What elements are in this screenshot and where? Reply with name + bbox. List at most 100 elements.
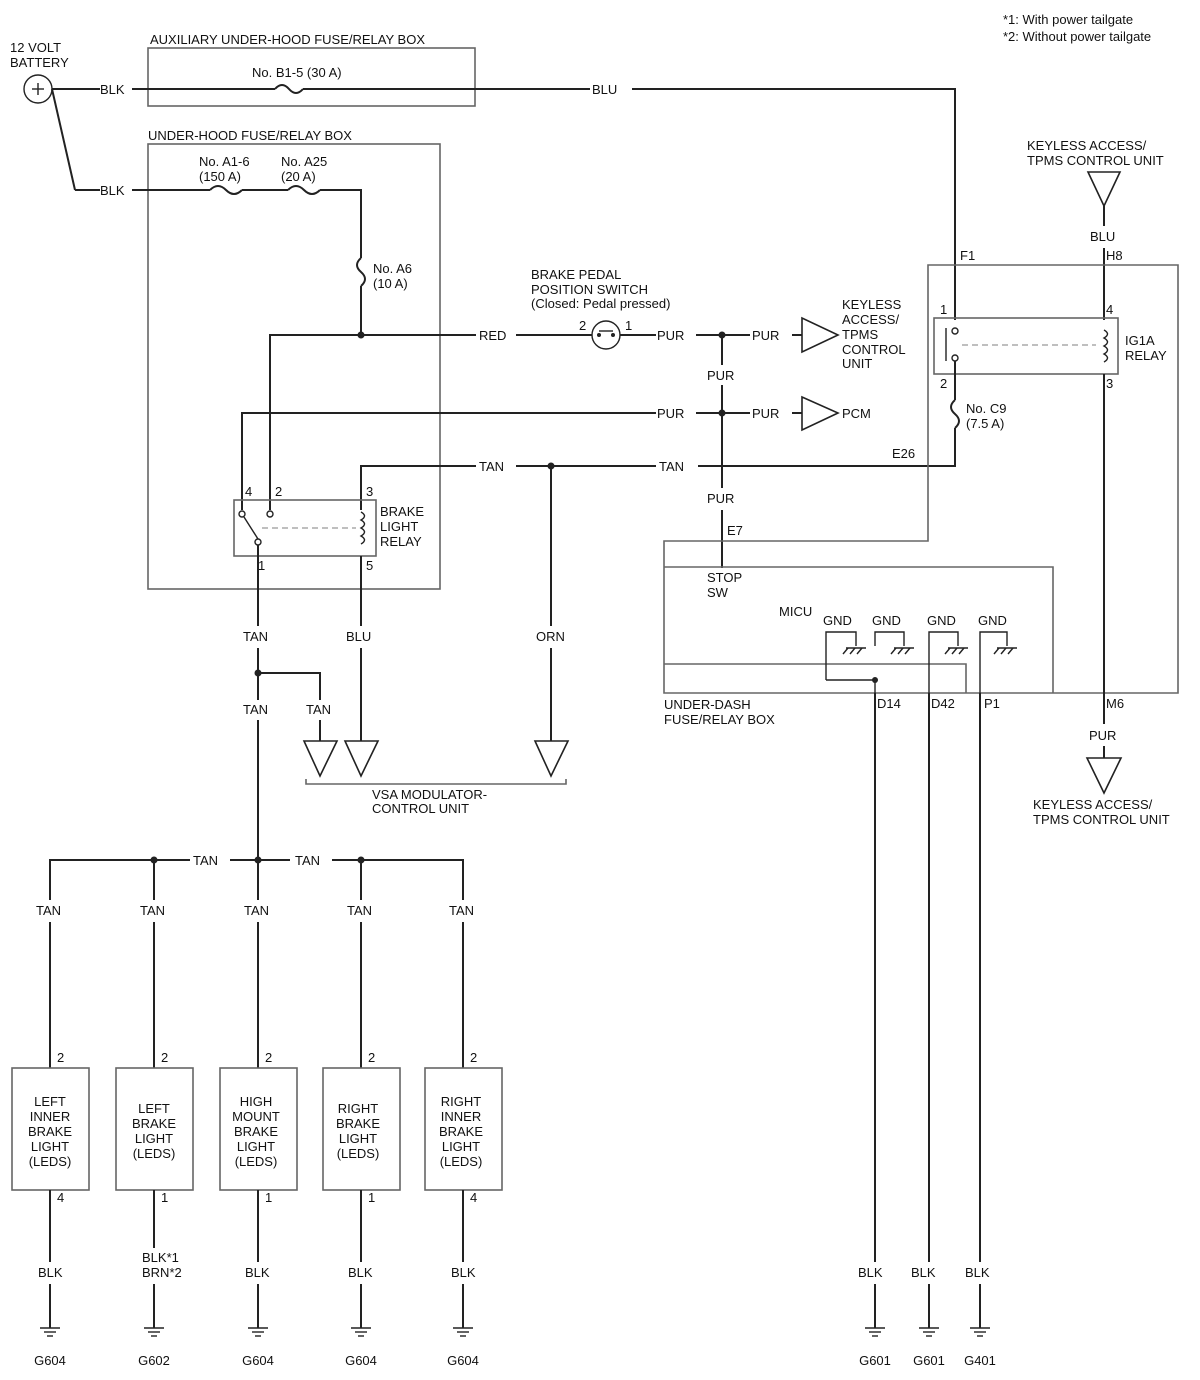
aux-underhood-box-label: AUXILIARY UNDER-HOOD FUSE/RELAY BOX	[150, 32, 425, 47]
light-2-line1: HIGH	[240, 1094, 273, 1109]
micu-label: MICU	[779, 604, 812, 619]
vsa-label-line2: CONTROL UNIT	[372, 801, 469, 816]
light-1-line4: (LEDS)	[133, 1146, 176, 1161]
light-2-line3: BRAKE	[234, 1124, 278, 1139]
micu-gnd-3: GND	[927, 613, 956, 628]
ground-icon	[248, 1327, 268, 1337]
micu-ground-1-wire: BLK	[911, 1265, 936, 1280]
switch-label-line1: BRAKE PEDAL	[531, 267, 621, 282]
light-3-pin-bottom: 1	[368, 1190, 375, 1205]
wire-label-tan-light-2: TAN	[244, 903, 269, 918]
light-0-ground: G604	[34, 1353, 66, 1368]
pcm-arrow	[801, 395, 840, 432]
wire-label-tan-light-3: TAN	[347, 903, 372, 918]
ig1a-label-line1: IG1A	[1125, 333, 1155, 348]
switch-label-line2: POSITION SWITCH	[531, 282, 648, 297]
underdash-fuse-box	[663, 264, 1179, 694]
wire-label-red: RED	[479, 328, 506, 343]
micu-ground-2: G401	[964, 1353, 996, 1368]
light-2-pin-bottom: 1	[265, 1190, 272, 1205]
ig1a-relay-box	[933, 317, 1119, 375]
micu-gnd-2: GND	[872, 613, 901, 628]
ig1a-pin-2: 2	[940, 376, 947, 391]
left-brake-light-circuit: TAN 2 LEFT BRAKE LIGHT (LEDS) 1 BLK*1 BR…	[115, 860, 194, 1368]
light-0-pin-top: 2	[57, 1050, 64, 1065]
keyless-mid-line2: ACCESS/	[842, 312, 899, 327]
wire-label-orn-vsa: ORN	[536, 629, 565, 644]
connector-e26: E26	[892, 446, 915, 461]
note-1: *1: With power tailgate	[1003, 12, 1133, 27]
light-1-wire-brn: BRN*2	[142, 1265, 182, 1280]
fuse-a25-name: No. A25	[281, 154, 327, 169]
switch-pin-1: 1	[625, 318, 632, 333]
underdash-box-label-line1: UNDER-DASH	[664, 697, 751, 712]
light-0-line5: (LEDS)	[29, 1154, 72, 1169]
fuse-a6-icon	[356, 257, 366, 287]
aux-underhood-fuse-box	[147, 47, 476, 107]
light-3-wire: BLK	[348, 1265, 373, 1280]
battery-label-line2: BATTERY	[10, 55, 69, 70]
light-0-line4: LIGHT	[31, 1139, 69, 1154]
connector-d14: D14	[877, 696, 901, 711]
fuse-c9-icon	[950, 399, 960, 429]
light-0-wire: BLK	[38, 1265, 63, 1280]
light-4-pin-bottom: 4	[470, 1190, 477, 1205]
connector-h8: H8	[1106, 248, 1123, 263]
ig1a-pin-4: 4	[1106, 302, 1113, 317]
ig1a-relay-coil-icon	[1102, 329, 1109, 363]
brake-relay-pin-4: 4	[245, 484, 252, 499]
ground-icon	[40, 1327, 60, 1337]
wire-label-pur-vertical-2: PUR	[707, 491, 734, 506]
brake-relay-label-line3: RELAY	[380, 534, 422, 549]
ground-icon	[842, 647, 866, 655]
ig1a-relay: 1 4 2 3 IG1A RELAY	[933, 302, 1167, 391]
light-2-line5: (LEDS)	[235, 1154, 278, 1169]
connector-p1: P1	[984, 696, 1000, 711]
wire-label-pur-vertical-1: PUR	[707, 368, 734, 383]
ground-icon	[865, 1327, 885, 1337]
micu-ground-0-wire: BLK	[858, 1265, 883, 1280]
connector-e7: E7	[727, 523, 743, 538]
brake-relay-pin-2: 2	[275, 484, 282, 499]
keyless-bottom-arrow	[1085, 757, 1123, 795]
switch-pin-2: 2	[579, 318, 586, 333]
connector-m6: M6	[1106, 696, 1124, 711]
light-1-pin-bottom: 1	[161, 1190, 168, 1205]
light-3-line3: LIGHT	[339, 1131, 377, 1146]
ig1a-label-line2: RELAY	[1125, 348, 1167, 363]
keyless-bottom-line2: TPMS CONTROL UNIT	[1033, 812, 1170, 827]
wire-label-pur-keyless: PUR	[752, 328, 779, 343]
fuse-c9-rating: (7.5 A)	[966, 416, 1004, 431]
vsa-arrow-tan	[302, 740, 339, 778]
fuse-a1-6-rating: (150 A)	[199, 169, 241, 184]
fuse-a1-6-icon	[209, 185, 243, 195]
fuse-b1-5-label: No. B1-5 (30 A)	[252, 65, 342, 80]
vsa-arrow-orn	[533, 740, 570, 778]
light-2-line4: LIGHT	[237, 1139, 275, 1154]
wire-label-tan-vsa: TAN	[306, 702, 331, 717]
battery-label-line1: 12 VOLT	[10, 40, 61, 55]
light-2-ground: G604	[242, 1353, 274, 1368]
light-4-line4: LIGHT	[442, 1139, 480, 1154]
underhood-box-label: UNDER-HOOD FUSE/RELAY BOX	[148, 128, 352, 143]
ig1a-pin-1: 1	[940, 302, 947, 317]
wire-label-tan-light-1: TAN	[140, 903, 165, 918]
wire-label-tan-relay: TAN	[479, 459, 504, 474]
keyless-mid-line4: CONTROL	[842, 342, 906, 357]
light-4-line1: RIGHT	[441, 1094, 482, 1109]
wire-label-pur-pcm-1: PUR	[657, 406, 684, 421]
keyless-mid-line5: UNIT	[842, 356, 872, 371]
right-brake-light-circuit: TAN 2 RIGHT BRAKE LIGHT (LEDS) 1 BLK G60…	[322, 860, 401, 1368]
keyless-top-line1: KEYLESS ACCESS/	[1027, 138, 1147, 153]
ground-icon	[993, 647, 1017, 655]
light-0-line1: LEFT	[34, 1094, 66, 1109]
wire-label-tan-relay-out: TAN	[243, 629, 268, 644]
light-2-wire: BLK	[245, 1265, 270, 1280]
high-mount-brake-light-circuit: TAN 2 HIGH MOUNT BRAKE LIGHT (LEDS) 1 BL…	[219, 860, 298, 1368]
vsa-label-line1: VSA MODULATOR-	[372, 787, 487, 802]
wire-label-pur-switch-out: PUR	[657, 328, 684, 343]
brake-pedal-switch-icon	[591, 320, 621, 350]
ground-icon	[919, 1327, 939, 1337]
wire-label-blk-battery-aux: BLK	[100, 82, 125, 97]
